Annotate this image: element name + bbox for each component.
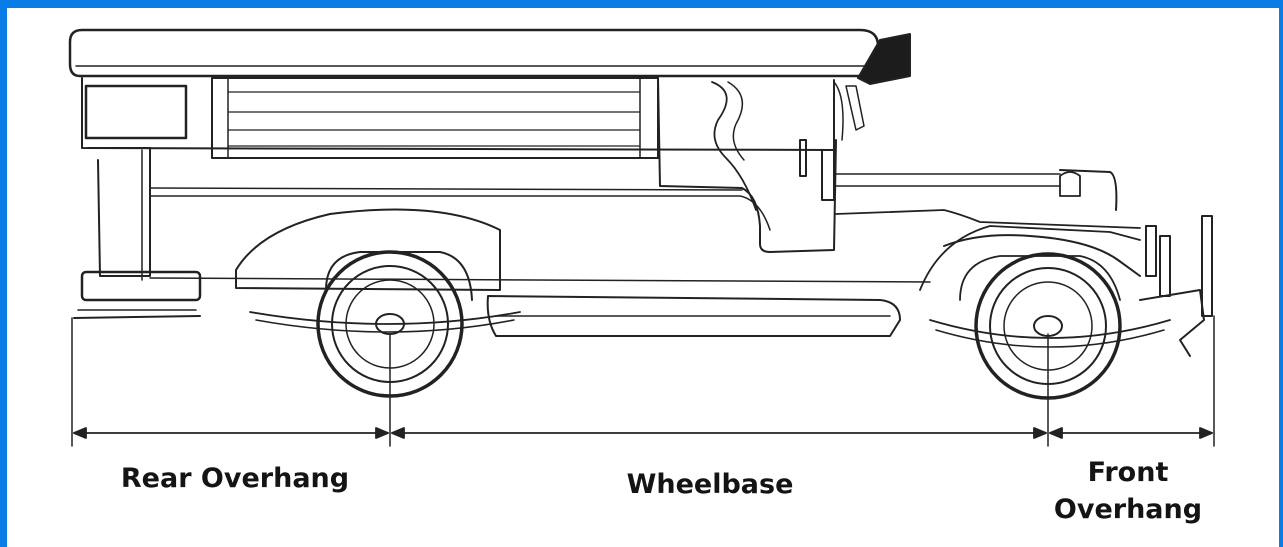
- body: [81, 77, 931, 283]
- front-overhang-label-line1: Front: [1087, 457, 1169, 488]
- front-overhang-label-line2: Overhang: [1053, 494, 1203, 525]
- rear-bumper: [73, 270, 202, 319]
- roof-visor: [857, 33, 911, 85]
- rear-overhang-label: Rear Overhang: [120, 463, 350, 494]
- wheelbase-label: Wheelbase: [626, 469, 794, 500]
- hood: [835, 169, 1141, 291]
- side-window: [211, 77, 659, 159]
- roof: [68, 28, 880, 78]
- rear-overhang-arrow: [73, 427, 389, 439]
- running-board: [486, 295, 901, 337]
- dimension-reference-lines: [71, 315, 1215, 447]
- front-bumper: [1139, 215, 1213, 357]
- leaf-spring-front: [929, 319, 1171, 348]
- front-cab: [657, 77, 865, 253]
- rear-fender: [235, 208, 501, 301]
- wheelbase-arrow: [391, 427, 1047, 439]
- front-overhang-arrow: [1049, 427, 1213, 439]
- steering-column: [799, 139, 1061, 201]
- rear-window: [84, 84, 188, 140]
- front-overhang-label: Front Overhang: [1030, 454, 1226, 528]
- leaf-spring-rear: [249, 311, 521, 333]
